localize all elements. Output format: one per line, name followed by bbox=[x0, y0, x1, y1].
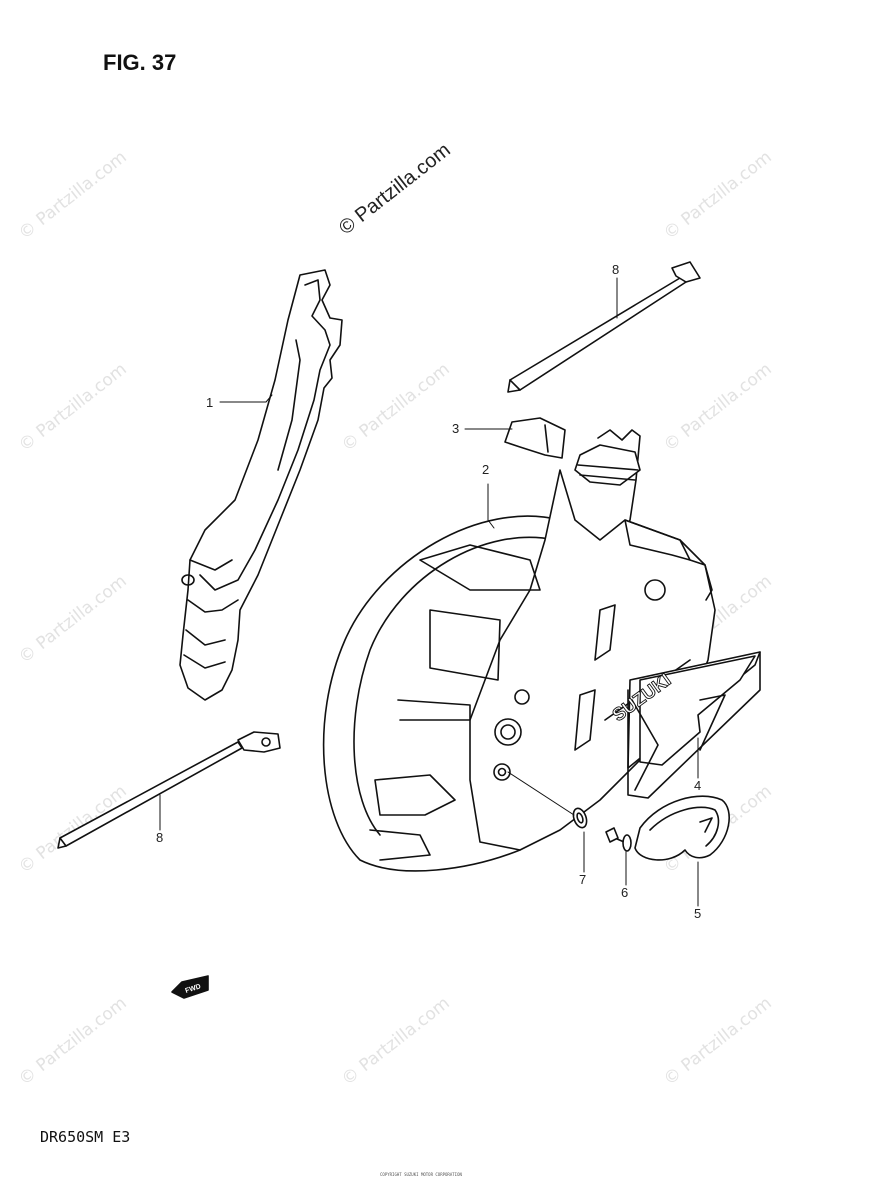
model-code: DR650SM E3 bbox=[40, 1128, 131, 1146]
fork-boot-part bbox=[504, 417, 566, 459]
callout-8-lower: 8 bbox=[156, 830, 164, 845]
callout-8-upper: 8 bbox=[612, 262, 620, 277]
figure-title: FIG. 37 bbox=[103, 50, 177, 75]
fork-guard-part bbox=[179, 269, 343, 701]
bracket-part bbox=[634, 795, 730, 861]
callout-7: 7 bbox=[579, 872, 587, 887]
callout-3: 3 bbox=[452, 421, 460, 436]
callout-6: 6 bbox=[621, 885, 629, 900]
decal-part bbox=[627, 651, 761, 799]
callout-1: 1 bbox=[206, 395, 214, 410]
callout-4: 4 bbox=[694, 778, 702, 793]
fwd-arrow-icon bbox=[171, 975, 209, 999]
fwd-label: FWD bbox=[184, 983, 201, 995]
callout-2: 2 bbox=[482, 462, 490, 477]
leader-lines bbox=[159, 277, 699, 907]
callout-5: 5 bbox=[694, 906, 702, 921]
cable-tie-upper-part bbox=[507, 261, 701, 393]
footer-copyright: COPYRIGHT SUZUKI MOTOR CORPORATION bbox=[380, 1172, 462, 1177]
cable-tie-lower-part bbox=[57, 731, 281, 849]
screw-part bbox=[605, 827, 632, 852]
washer-part bbox=[572, 807, 588, 829]
disc-cover-part bbox=[322, 429, 716, 872]
